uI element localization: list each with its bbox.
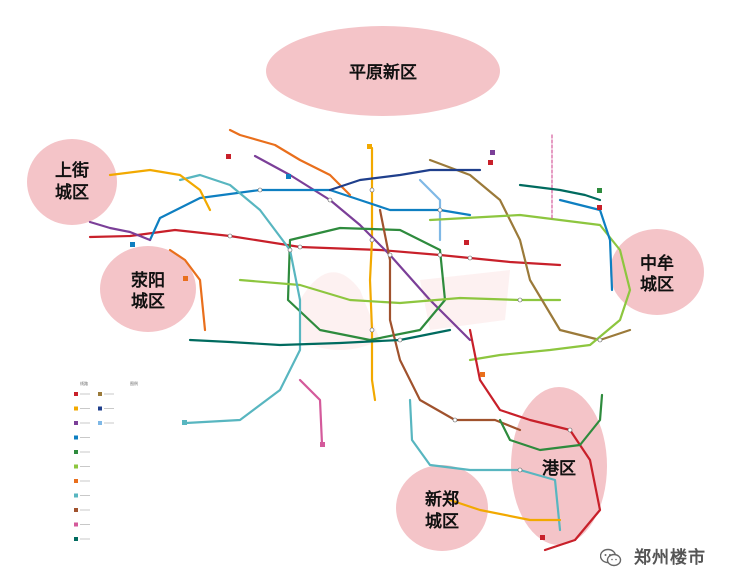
metro-line-10 <box>298 378 324 446</box>
legend-swatch <box>74 537 78 541</box>
district-label-xingyang-1: 荥阳 <box>131 270 165 291</box>
legend-swatch <box>74 522 78 527</box>
metro-line-west-1 <box>88 220 152 242</box>
legend-swatch <box>74 464 78 469</box>
district-label-xinzheng-2: 城区 <box>425 512 459 532</box>
legend-swatch <box>98 406 102 411</box>
metro-line-8 <box>178 173 302 425</box>
district-label-zhongmu-2: 城区 <box>640 275 674 295</box>
district-label-shangjie-2: 城区 <box>55 183 89 203</box>
metro-line-13 <box>328 168 482 192</box>
district-bubble-xingyang <box>100 246 196 332</box>
stations <box>227 187 603 473</box>
legend-swatch <box>74 421 78 425</box>
district-label-pingyuan: 平原新区 <box>349 62 417 83</box>
legend-swatch <box>74 392 78 396</box>
legend-title-lines: 线路 <box>80 380 88 386</box>
metro-line-12 <box>428 158 632 342</box>
legend-swatches <box>74 392 114 541</box>
metro-line-2 <box>368 146 377 402</box>
metro-line-9 <box>378 208 522 432</box>
district-bubble-shangjie <box>27 139 117 225</box>
metro-line-south-1 <box>408 398 562 532</box>
district-label-xingyang-2: 城区 <box>131 292 165 312</box>
district-label-shangjie-1: 上街 <box>55 160 89 181</box>
district-bubble-zhongmu <box>610 229 704 315</box>
legend-swatch <box>74 406 78 411</box>
legend-title-symbols: 图例 <box>130 380 138 386</box>
metro-line-ring <box>428 213 632 362</box>
metro-line-west-3 <box>168 248 207 332</box>
district-label-xinzheng-1: 新郑 <box>425 489 459 510</box>
wechat-icon <box>600 548 622 567</box>
district-bubble-xinzheng <box>396 465 488 551</box>
legend-swatch <box>74 450 78 454</box>
legend-swatch <box>74 479 78 483</box>
legend: 线路 图例 <box>74 380 138 541</box>
legend-swatch <box>74 435 78 440</box>
metro-line-5 <box>286 226 447 342</box>
district-label-gangqu: 港区 <box>542 458 576 479</box>
metro-line-east-1 <box>558 198 614 292</box>
legend-swatch <box>74 493 78 498</box>
metro-line-south-4 <box>498 393 604 452</box>
district-bubble-gangqu <box>511 387 607 545</box>
legend-swatch <box>74 508 78 512</box>
metro-line-west-2 <box>108 168 212 212</box>
legend-swatch <box>98 421 102 425</box>
metro-line-south-3 <box>448 498 562 522</box>
watermark-text: 郑州楼市 <box>634 548 706 568</box>
terminal-markers <box>130 144 602 540</box>
metro-line-14 <box>418 178 442 242</box>
district-label-zhongmu-1: 中牟 <box>640 253 674 274</box>
metro-line-7 <box>228 128 352 197</box>
metro-line-11 <box>188 328 452 347</box>
legend-swatch <box>98 392 102 396</box>
metro-line-east-2 <box>518 183 602 202</box>
district-bubble-pingyuan <box>266 26 500 116</box>
